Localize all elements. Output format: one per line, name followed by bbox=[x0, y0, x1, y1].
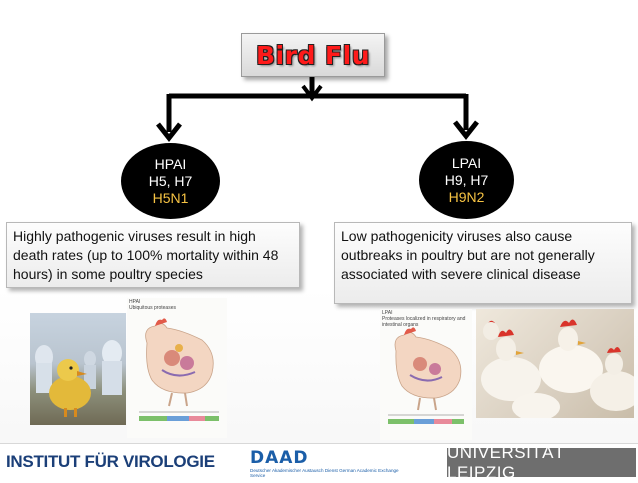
daad-wordmark: DAAD bbox=[250, 448, 309, 468]
page-title: Bird Flu bbox=[256, 40, 370, 70]
title-box: Bird Flu bbox=[241, 33, 385, 77]
institute-name: INSTITUT FÜR VIROLOGIE bbox=[6, 452, 215, 471]
hpai-label: HPAI bbox=[154, 155, 187, 172]
hpai-figure-caption: HPAI Ubiquitous proteases bbox=[129, 299, 176, 311]
hpai-highlight-subtype: H5N1 bbox=[152, 189, 189, 206]
duckling-illustration bbox=[35, 340, 122, 417]
hpai-chicken-diagram: HPAI Ubiquitous proteases bbox=[127, 298, 227, 438]
lpai-chicken-diagram: LPAI Proteases localized in respiratory … bbox=[380, 309, 472, 440]
lpai-node: LPAI H9, H7 H9N2 bbox=[419, 141, 514, 219]
duckling-photo bbox=[30, 313, 126, 425]
chickens-illustration bbox=[481, 319, 634, 418]
daad-tagline: Deutscher Akademischer Austausch Dienst … bbox=[250, 468, 399, 478]
university-logo: UNIVERSITÄT LEIPZIG bbox=[447, 443, 636, 482]
lpai-subtypes: H9, H7 bbox=[444, 171, 489, 188]
footer-bar: INSTITUT FÜR VIROLOGIE DAAD Deutscher Ak… bbox=[0, 443, 638, 482]
lpai-highlight-subtype: H9N2 bbox=[448, 188, 485, 205]
chickens-photo bbox=[476, 309, 634, 418]
lpai-label: LPAI bbox=[451, 154, 482, 171]
hpai-node: HPAI H5, H7 H5N1 bbox=[121, 143, 220, 219]
lpai-figure-caption: LPAI Proteases localized in respiratory … bbox=[382, 310, 466, 328]
daad-logo: DAAD Deutscher Akademischer Austausch Di… bbox=[250, 448, 400, 478]
lpai-description: Low pathogenicity viruses also cause out… bbox=[334, 222, 632, 304]
hpai-description: Highly pathogenic viruses result in high… bbox=[6, 222, 300, 288]
hpai-subtypes: H5, H7 bbox=[148, 172, 193, 189]
